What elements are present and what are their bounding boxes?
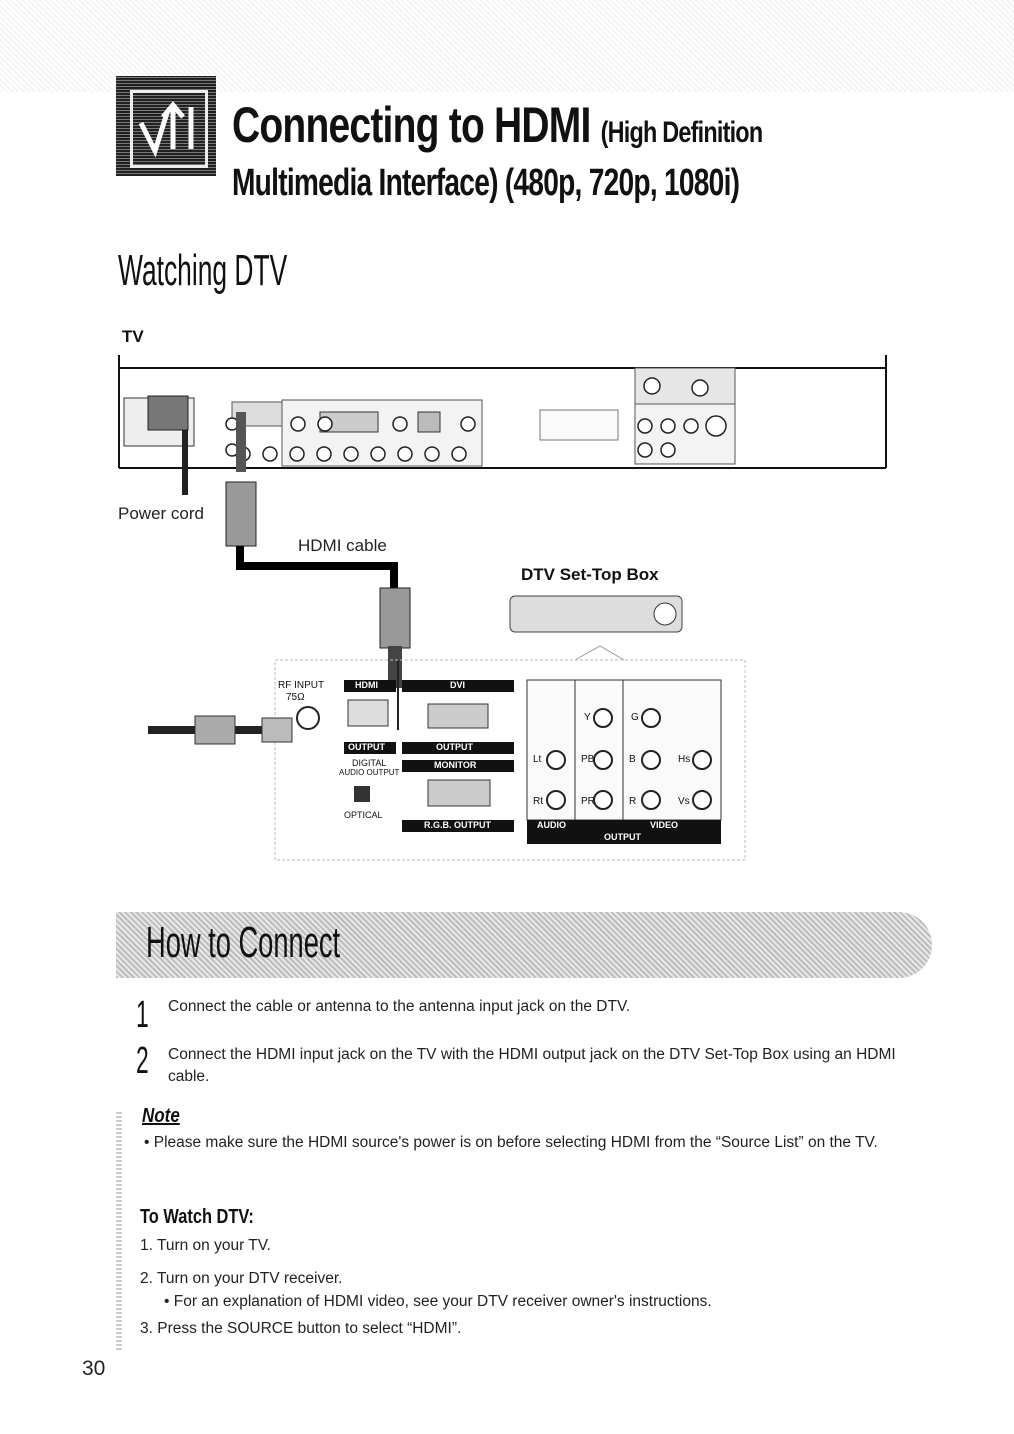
page-title-line2: Multimedia Interface) (480p, 720p, 1080i… <box>232 162 740 204</box>
step-number: 1 <box>136 994 149 1036</box>
digital-label: DIGITAL <box>352 758 387 768</box>
how-to-banner <box>116 912 932 978</box>
rf-ohm-label: 75Ω <box>286 692 305 703</box>
list-item: 2. Turn on your DTV receiver. <box>140 1270 343 1287</box>
list-item: • For an explanation of HDMI video, see … <box>164 1293 712 1310</box>
hdmi-cable-label: HDMI cable <box>298 536 387 555</box>
set-top-box <box>509 595 683 661</box>
page-title: Connecting to HDMI (High Definition <box>232 97 763 153</box>
connection-diagram <box>118 355 887 861</box>
audio-output-label: AUDIO OUTPUT <box>339 768 400 777</box>
left-accent-bar <box>116 1110 122 1350</box>
tv-back-panel <box>118 355 887 469</box>
hdmi-output-label: OUTPUT <box>348 742 385 752</box>
rt-label: Rt <box>533 796 543 807</box>
dvi-label: DVI <box>450 680 466 690</box>
step-text: Connect the cable or antenna to the ante… <box>168 998 631 1015</box>
y-label: Y <box>584 712 591 723</box>
audio-label: AUDIO <box>537 820 566 830</box>
g-label: G <box>631 712 639 723</box>
note-bullet: • Please make sure the HDMI source's pow… <box>144 1134 878 1151</box>
pb-label: PB <box>581 754 595 765</box>
rf-input-label: RF INPUT <box>278 680 325 691</box>
section-heading: Watching DTV <box>118 246 288 295</box>
vs-label: Vs <box>678 796 690 807</box>
section-logo-icon <box>116 76 216 176</box>
pr-label: PR <box>581 796 595 807</box>
rgb-output-label: R.G.B. OUTPUT <box>424 820 491 830</box>
optical-label: OPTICAL <box>344 810 383 820</box>
note-heading: Note <box>142 1105 180 1127</box>
video-label: VIDEO <box>650 820 679 830</box>
lt-label: Lt <box>533 754 542 765</box>
dvi-output-label: OUTPUT <box>436 742 473 752</box>
power-cord <box>147 395 189 495</box>
stb-title: DTV Set-Top Box <box>521 565 659 584</box>
step-text: Connect the HDMI input jack on the TV wi… <box>168 1046 896 1085</box>
list-item: 1. Turn on your TV. <box>140 1237 271 1254</box>
power-cord-label: Power cord <box>118 504 204 523</box>
list-item: 3. Press the SOURCE button to select “HD… <box>140 1320 462 1337</box>
monitor-label: MONITOR <box>434 760 477 770</box>
b-label: B <box>629 754 636 765</box>
how-to-heading: How to Connect <box>146 918 341 967</box>
page-number: 30 <box>82 1357 106 1380</box>
step-number: 2 <box>136 1040 149 1082</box>
panel-output-label: OUTPUT <box>604 832 641 842</box>
hdmi-cable <box>225 412 411 730</box>
r-label: R <box>629 796 637 807</box>
stb-rear-panel <box>148 659 746 861</box>
tv-label: TV <box>122 327 144 346</box>
to-watch-heading: To Watch DTV: <box>140 1206 254 1228</box>
hdmi-port-label: HDMI <box>355 680 378 690</box>
hs-label: Hs <box>678 754 691 765</box>
